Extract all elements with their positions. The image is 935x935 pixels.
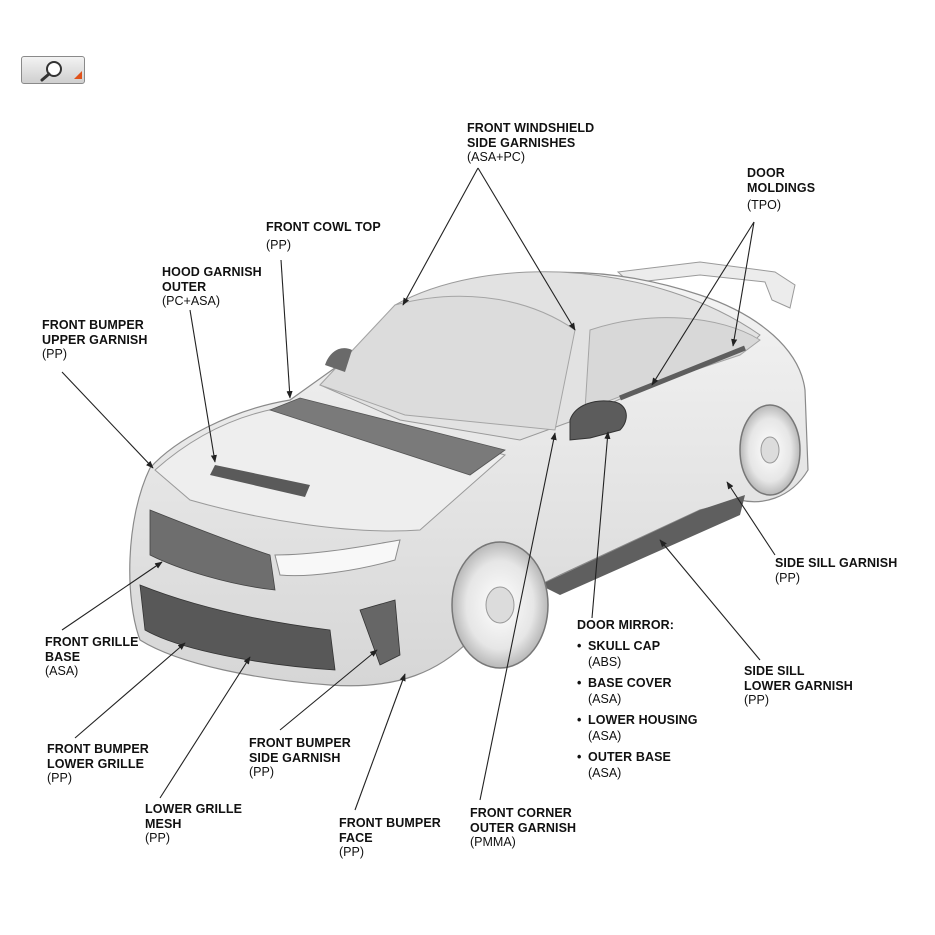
car-body: [129, 261, 809, 687]
callout-lines: [61, 167, 776, 811]
leader-hood-garnish: [189, 309, 217, 463]
leader-bumper-side: [279, 649, 378, 731]
leader-grille-base: [61, 561, 163, 631]
zoom-button[interactable]: [21, 56, 85, 84]
leader-windshield-right: [477, 167, 576, 331]
label-side-sill-lower-garnish: SIDE SILL LOWER GARNISH (PP): [744, 664, 853, 707]
label-front-bumper-upper-garnish: FRONT BUMPER UPPER GARNISH (PP): [42, 318, 148, 361]
leader-windshield-left: [402, 167, 479, 306]
leader-grille-mesh: [159, 656, 251, 799]
leader-bumper-lower-grille: [74, 642, 186, 739]
leader-corner-outer: [479, 432, 557, 801]
label-front-bumper-lower-grille: FRONT BUMPER LOWER GRILLE (PP): [47, 742, 149, 785]
leader-side-sill-lower: [659, 539, 761, 661]
side-window: [584, 317, 761, 411]
leader-bumper-upper: [61, 371, 154, 469]
door-mirror-part: • OUTER BASE (ASA): [577, 749, 671, 781]
label-front-cowl-top: FRONT COWL TOP (PP): [266, 220, 381, 252]
label-front-windshield-side-garnishes: FRONT WINDSHIELD SIDE GARNISHES (ASA+PC): [467, 121, 595, 164]
leader-cowl-top: [280, 259, 293, 399]
label-side-sill-garnish: SIDE SILL GARNISH (PP): [775, 556, 898, 585]
door-mirror-parts: • SKULL CAP (ABS) • BASE COVER (ASA) • L…: [577, 639, 698, 781]
label-hood-garnish-outer: HOOD GARNISH OUTER (PC+ASA): [162, 265, 262, 308]
label-door-mirror: DOOR MIRROR: • SKULL CAP (ABS) • BASE CO…: [577, 618, 698, 781]
rear-spoiler: [616, 261, 796, 309]
leader-bumper-face: [354, 673, 406, 811]
leader-door-mirror: [591, 431, 611, 619]
headlight: [274, 539, 401, 577]
leader-side-sill-garnish: [726, 481, 776, 556]
hood-vent: [210, 465, 310, 497]
cowl-top: [268, 397, 506, 476]
front-grille: [149, 509, 276, 591]
label-front-corner-outer-garnish: FRONT CORNER OUTER GARNISH (PMMA): [470, 806, 577, 849]
label-lower-grille-mesh: LOWER GRILLE MESH (PP): [145, 802, 243, 845]
door-mirror: [569, 400, 627, 441]
door-mirror-part: • SKULL CAP (ABS): [577, 638, 661, 670]
label-door-moldings: DOOR MOLDINGS (TPO): [747, 166, 816, 212]
bumper-side-scoop: [359, 599, 401, 666]
magnifier-zoom-icon: [40, 61, 82, 82]
door-mirror-part: • LOWER HOUSING (ASA): [577, 712, 698, 744]
label-front-grille-base: FRONT GRILLE BASE (ASA): [45, 635, 139, 678]
label-front-bumper-side-garnish: FRONT BUMPER SIDE GARNISH (PP): [249, 736, 351, 779]
leader-door-molding-1: [651, 221, 755, 386]
side-sill: [540, 495, 745, 595]
label-front-bumper-face: FRONT BUMPER FACE (PP): [339, 816, 441, 859]
door-molding-strip: [619, 345, 746, 401]
door-mirror-part: • BASE COVER (ASA): [577, 675, 672, 707]
leader-door-molding-2: [731, 221, 755, 347]
